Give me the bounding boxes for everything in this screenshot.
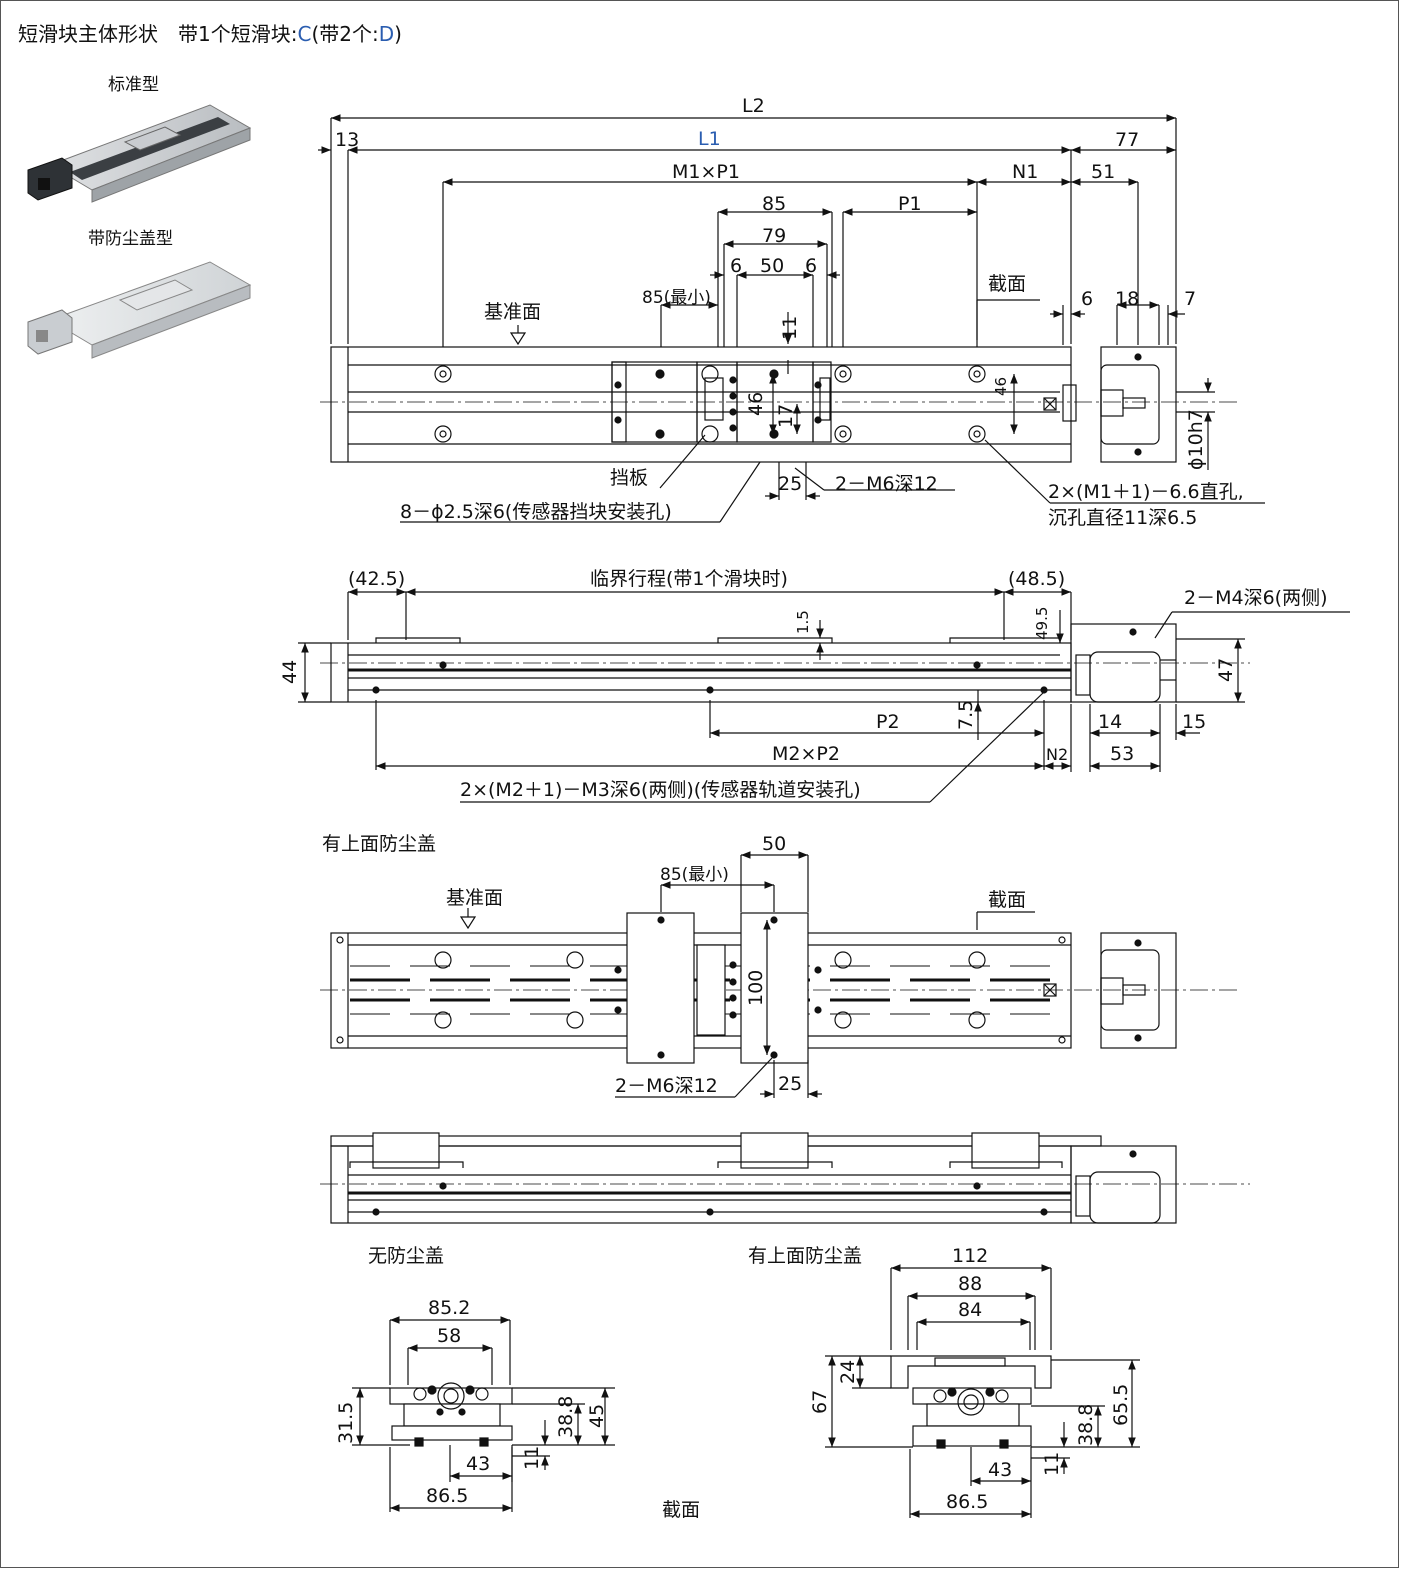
a-dim-31-5: 31.5	[335, 1402, 357, 1444]
dim-15: 15	[1182, 711, 1206, 733]
dim-53: 53	[1110, 743, 1134, 765]
dim-14: 14	[1098, 711, 1122, 733]
code-c: C	[297, 22, 312, 46]
dim-25-cover: 25	[778, 1073, 802, 1095]
b-dim-112: 112	[952, 1245, 988, 1267]
a-dim-11: 11	[521, 1446, 543, 1470]
b-dim-84: 84	[958, 1299, 982, 1321]
b-dim-24: 24	[837, 1360, 859, 1384]
no-cover-title: 无防尘盖	[368, 1245, 444, 1267]
dim-m1p1: M1×P1	[672, 161, 740, 183]
dim-100: 100	[745, 970, 767, 1006]
dim-51: 51	[1091, 161, 1115, 183]
title-prefix: 短滑块主体形状 带1个短滑块:	[18, 22, 298, 46]
a-dim-58: 58	[437, 1325, 461, 1347]
dim-11: 11	[779, 316, 801, 340]
dim-6-right: 6	[805, 255, 817, 277]
a-dim-85-2: 85.2	[428, 1297, 470, 1319]
title-mid: (带2个:	[311, 22, 379, 46]
dim-47: 47	[1215, 658, 1237, 682]
note-sensor-block: 8－ϕ2.5深6(传感器挡块安装孔)	[400, 501, 672, 523]
page-title: 短滑块主体形状 带1个短滑块:C(带2个:D)	[18, 18, 402, 47]
dim-85: 85	[762, 193, 786, 215]
top-view-labels: L2 L1 13 77 M1×P1 N1 51 85 P1 79 6 50 6 …	[335, 95, 1244, 529]
m4-tapped-holes: 2－M4深6(两侧)	[1184, 587, 1327, 609]
note-mount-hole-2: 沉孔直径11深6.5	[1048, 507, 1197, 529]
b-dim-11: 11	[1041, 1452, 1063, 1476]
code-d: D	[378, 22, 395, 46]
b-dim-38-8: 38.8	[1075, 1404, 1097, 1446]
section-label: 截面	[988, 273, 1026, 295]
a-dim-45: 45	[586, 1404, 608, 1428]
top-view	[318, 114, 1265, 523]
cover-top-view-labels: 有上面防尘盖 50 85(最小) 基准面 截面 100 2－M6深12 25	[322, 833, 1026, 1097]
side-view	[298, 588, 1350, 803]
dim-46-inner: 46	[745, 392, 767, 416]
dim-7: 7	[1184, 288, 1196, 310]
dim-n2: N2	[1046, 745, 1068, 764]
dim-1-5: 1.5	[794, 610, 812, 634]
dim-18: 18	[1115, 288, 1139, 310]
dim-25: 25	[778, 473, 802, 495]
stopper-label: 挡板	[610, 467, 648, 489]
dust-cover-actuator-photo	[27, 261, 252, 359]
cover-side-view	[320, 1132, 1250, 1224]
dim-17: 17	[775, 404, 797, 428]
dim-7-5: 7.5	[955, 700, 977, 730]
dim-L1: L1	[698, 128, 721, 150]
dim-46-holes: 46	[992, 377, 1010, 396]
dim-phi10: ϕ10h7	[1185, 409, 1207, 470]
b-dim-88: 88	[958, 1273, 982, 1295]
cover-view-title: 有上面防尘盖	[322, 833, 436, 855]
a-dim-86-5: 86.5	[426, 1485, 468, 1507]
b-dim-43: 43	[988, 1459, 1012, 1481]
reference-face-cover: 基准面	[446, 887, 503, 909]
title-end: )	[394, 22, 402, 46]
dim-85-min-cover: 85(最小)	[660, 865, 729, 885]
b-dim-65-5: 65.5	[1110, 1384, 1132, 1426]
a-dim-38-8: 38.8	[555, 1396, 577, 1438]
dust-cover-type-label: 带防尘盖型	[88, 229, 173, 249]
dim-50: 50	[760, 255, 784, 277]
standard-type-label: 标准型	[108, 75, 159, 95]
section-with-cover-labels: 有上面防尘盖 112 88 84 24 67 65.5 38.8 43 11 8…	[662, 1245, 1132, 1521]
dim-n1: N1	[1012, 161, 1038, 183]
dim-6: 6	[1081, 288, 1093, 310]
dim-50-cover: 50	[762, 833, 786, 855]
dim-m2p2: M2×P2	[772, 743, 840, 765]
reference-face-label: 基准面	[484, 301, 541, 323]
dim-79: 79	[762, 225, 786, 247]
dim-85-min: 85(最小)	[642, 288, 711, 308]
section-label-cover: 截面	[988, 889, 1026, 911]
dim-p1: P1	[898, 193, 922, 215]
dim-6-left: 6	[730, 255, 742, 277]
standard-actuator-photo	[27, 104, 252, 203]
dim-44: 44	[279, 660, 301, 684]
section-no-cover-labels: 无防尘盖 85.2 58 31.5 38.8 45 43 11 86.5	[335, 1245, 608, 1507]
a-dim-43: 43	[466, 1453, 490, 1475]
dim-13: 13	[335, 129, 359, 151]
note-mount-hole-1: 2×(M1＋1)－6.6直孔,	[1048, 481, 1244, 503]
section-caption: 截面	[662, 1499, 700, 1521]
cover-top-view	[320, 851, 1240, 1098]
stroke-label: 临界行程(带1个滑块时)	[590, 568, 788, 590]
side-view-labels: (42.5) 临界行程(带1个滑块时) (48.5) 2－M4深6(两侧) 1.…	[279, 568, 1327, 801]
b-dim-86-5: 86.5	[946, 1491, 988, 1513]
m6-tapped-holes-cover: 2－M6深12	[615, 1075, 718, 1097]
b-dim-67: 67	[809, 1390, 831, 1414]
dim-L2: L2	[742, 95, 765, 117]
dim-77: 77	[1115, 129, 1139, 151]
with-cover-title: 有上面防尘盖	[748, 1245, 862, 1267]
m6-tapped-holes: 2－M6深12	[835, 473, 938, 495]
dim-p2: P2	[876, 711, 900, 733]
dim-49-5: 49.5	[1033, 607, 1051, 640]
dim-48-5: (48.5)	[1008, 568, 1065, 590]
dim-42-5: (42.5)	[348, 568, 405, 590]
note-rail-holes: 2×(M2＋1)－M3深6(两侧)(传感器轨道安装孔)	[460, 779, 861, 801]
section-with-cover	[825, 1264, 1140, 1518]
section-no-cover	[352, 1316, 615, 1512]
